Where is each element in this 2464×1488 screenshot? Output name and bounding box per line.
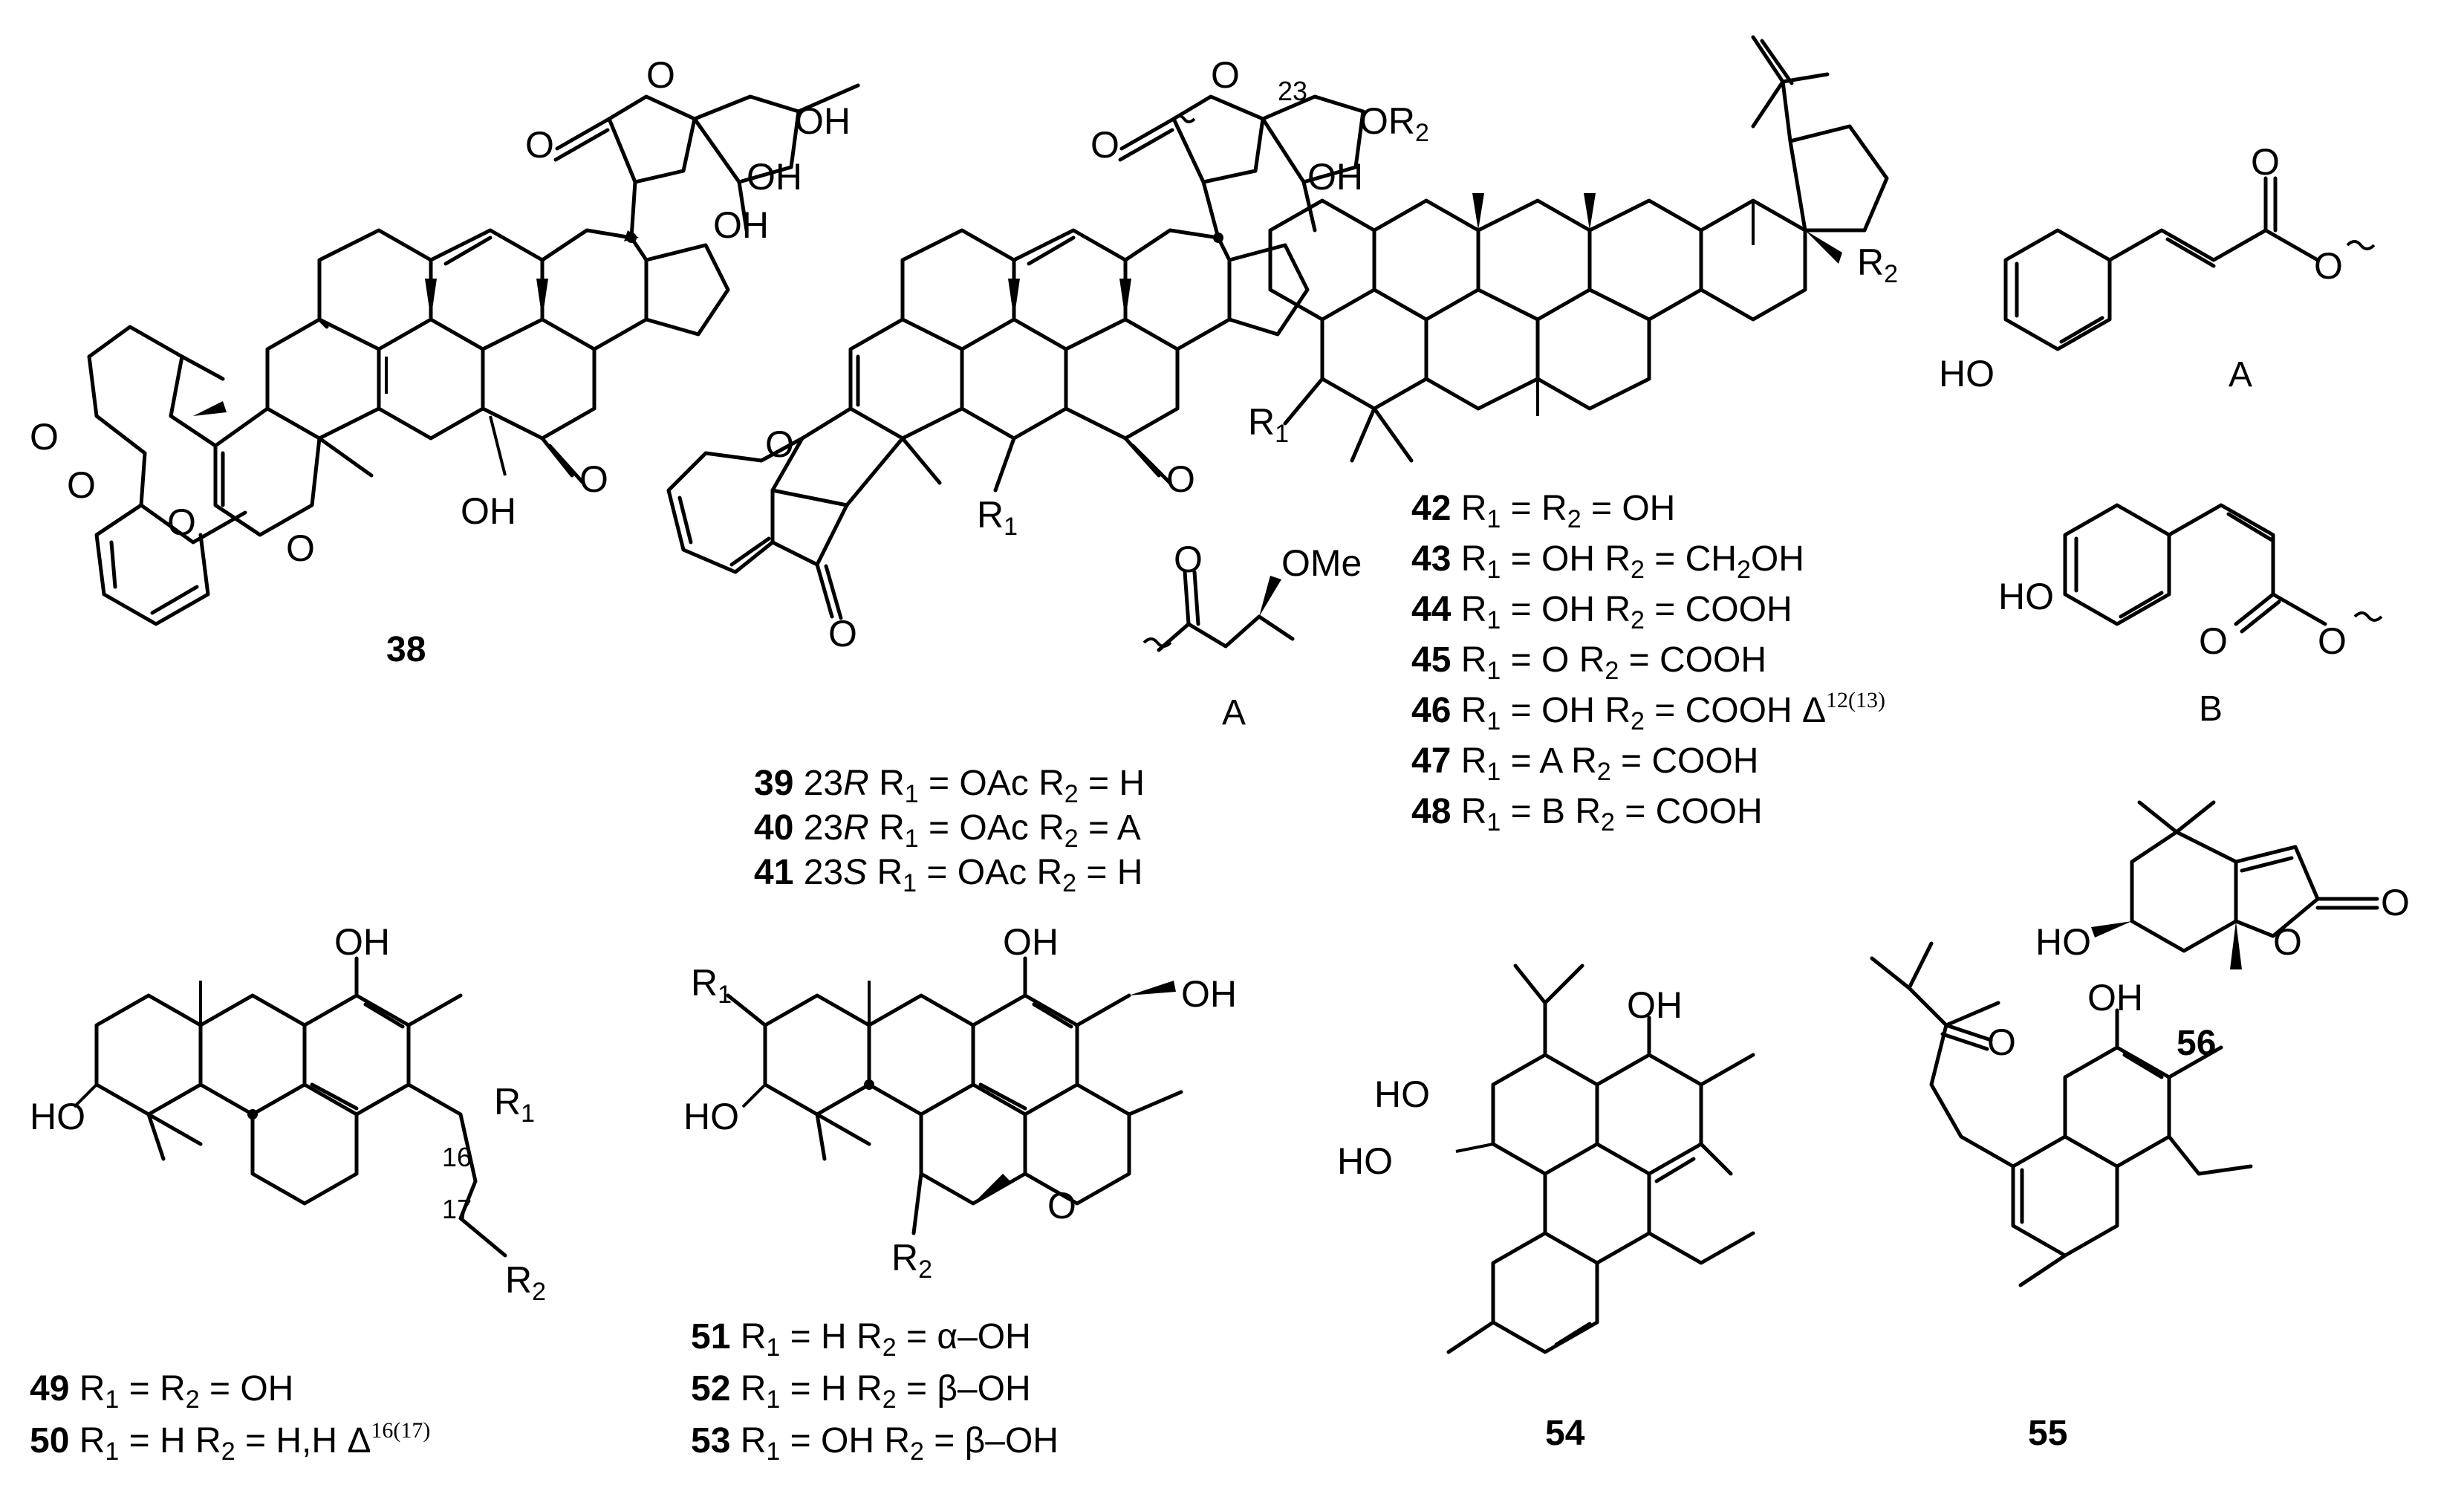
structure-42-48: R2 R1 O O HO A O O: [1248, 35, 2383, 836]
svg-text:OH: OH: [1307, 156, 1363, 198]
svg-text:O: O: [67, 464, 96, 506]
svg-text:O: O: [2314, 245, 2343, 287]
svg-text:OH: OH: [1181, 973, 1237, 1015]
svg-text:OH: OH: [1627, 984, 1683, 1026]
compound-56-number: 56: [2177, 1024, 2216, 1063]
svg-text:OR2: OR2: [1359, 100, 1429, 147]
svg-text:R1: R1: [1248, 401, 1289, 448]
svg-text:O: O: [1174, 539, 1203, 580]
svg-text:OH: OH: [2087, 977, 2143, 1018]
svg-text:HO: HO: [30, 1096, 85, 1137]
svg-text:R1: R1: [977, 494, 1018, 541]
svg-text:O: O: [2318, 620, 2347, 662]
svg-text:O: O: [1987, 1021, 2016, 1063]
svg-text:HO: HO: [2035, 921, 2091, 963]
structure-51-53: OH OH O R1 HO R2 51 R1 = H R2 = α–OH 52 …: [683, 921, 1237, 1466]
caption-45: 45 R1 = O R2 = COOH: [1411, 640, 1766, 685]
svg-text:O: O: [579, 458, 608, 500]
structure-38: O O OH OH OH O OH O O O O 38: [30, 54, 860, 669]
svg-text:O: O: [1166, 458, 1195, 500]
svg-text:R2: R2: [1857, 241, 1898, 288]
svg-text:O: O: [828, 613, 857, 654]
svg-text:OH: OH: [747, 156, 802, 198]
svg-text:OH: OH: [713, 204, 769, 246]
substituent-B-42-48: O O HO B: [1998, 503, 2383, 729]
caption-50: 50 R1 = H R2 = H,H Δ16(17): [30, 1418, 430, 1466]
caption-44: 44 R1 = OH R2 = COOH: [1411, 590, 1792, 634]
svg-text:OH: OH: [461, 490, 516, 532]
svg-text:O: O: [646, 54, 675, 96]
svg-text:HO: HO: [1337, 1140, 1393, 1182]
structure-55: OH O 55: [1870, 941, 2253, 1453]
caption-42: 42 R1 = R2 = OH: [1411, 489, 1675, 533]
svg-text:O: O: [525, 124, 554, 166]
caption-49: 49 R1 = R2 = OH: [30, 1369, 293, 1414]
svg-text:HO: HO: [683, 1096, 739, 1137]
subst-A-label-42: A: [2229, 355, 2252, 394]
subst-B-label-42: B: [2199, 689, 2223, 729]
caption-53: 53 R1 = OH R2 = β–OH: [691, 1421, 1059, 1466]
svg-text:HO: HO: [1998, 576, 2054, 617]
caption-48: 48 R1 = B R2 = COOH: [1411, 792, 1763, 836]
caption-43: 43 R1 = OH R2 = CH2OH: [1411, 539, 1804, 584]
svg-text:O: O: [1211, 54, 1240, 96]
caption-41: 41 23S R1 = OAc R2 = H: [754, 853, 1142, 897]
structure-54: OH HO HO 54: [1337, 964, 1755, 1453]
ome-label: OMe: [1281, 542, 1362, 584]
caption-47: 47 R1 = A R2 = COOH: [1411, 741, 1758, 786]
svg-text:R1: R1: [691, 962, 732, 1009]
compound-38-number: 38: [386, 630, 426, 669]
svg-text:O: O: [30, 416, 59, 458]
svg-text:O: O: [1090, 124, 1119, 166]
structure-39-41: O O 23 OR2 OH O O O R1 O OMe A 39 23R R1…: [666, 54, 1429, 897]
structure-49-50: OH R1 16 17 R2 HO 49 R1 = R2 = OH 50 R1 …: [30, 921, 546, 1466]
subst-A-label-39: A: [1222, 693, 1246, 732]
compound-54-number: 54: [1545, 1414, 1585, 1453]
svg-text:OH: OH: [334, 921, 390, 963]
caption-39: 39 23R R1 = OAc R2 = H: [754, 764, 1145, 808]
svg-text:O: O: [2251, 141, 2280, 183]
substituent-A-39-41: O OMe A: [1142, 539, 1362, 732]
locant-16: 16: [442, 1142, 472, 1172]
svg-text:OH: OH: [1003, 921, 1059, 963]
svg-text:R2: R2: [891, 1237, 932, 1284]
caption-40: 40 23R R1 = OAc R2 = A: [754, 808, 1141, 853]
c23-locant: 23: [1278, 76, 1307, 106]
structure-56: O O HO 56: [2035, 800, 2410, 1063]
svg-text:R1: R1: [494, 1081, 535, 1128]
svg-text:O: O: [2381, 882, 2410, 923]
caption-51: 51 R1 = H R2 = α–OH: [691, 1317, 1031, 1362]
svg-text:O: O: [167, 501, 196, 543]
svg-text:O: O: [2199, 620, 2228, 662]
caption-52: 52 R1 = H R2 = β–OH: [691, 1369, 1031, 1414]
svg-text:O: O: [2273, 921, 2302, 963]
locant-17: 17: [442, 1194, 472, 1224]
svg-text:OH: OH: [795, 100, 851, 142]
svg-text:O: O: [286, 527, 315, 569]
svg-text:R2: R2: [505, 1259, 546, 1306]
svg-text:O: O: [1047, 1185, 1076, 1227]
svg-text:O: O: [765, 423, 794, 465]
svg-text:HO: HO: [1374, 1073, 1430, 1115]
svg-text:HO: HO: [1939, 353, 1995, 394]
substituent-A-42-48: O O HO A: [1939, 141, 2376, 394]
caption-46: 46 R1 = OH R2 = COOH Δ12(13): [1411, 688, 1885, 735]
compound-55-number: 55: [2028, 1414, 2067, 1453]
